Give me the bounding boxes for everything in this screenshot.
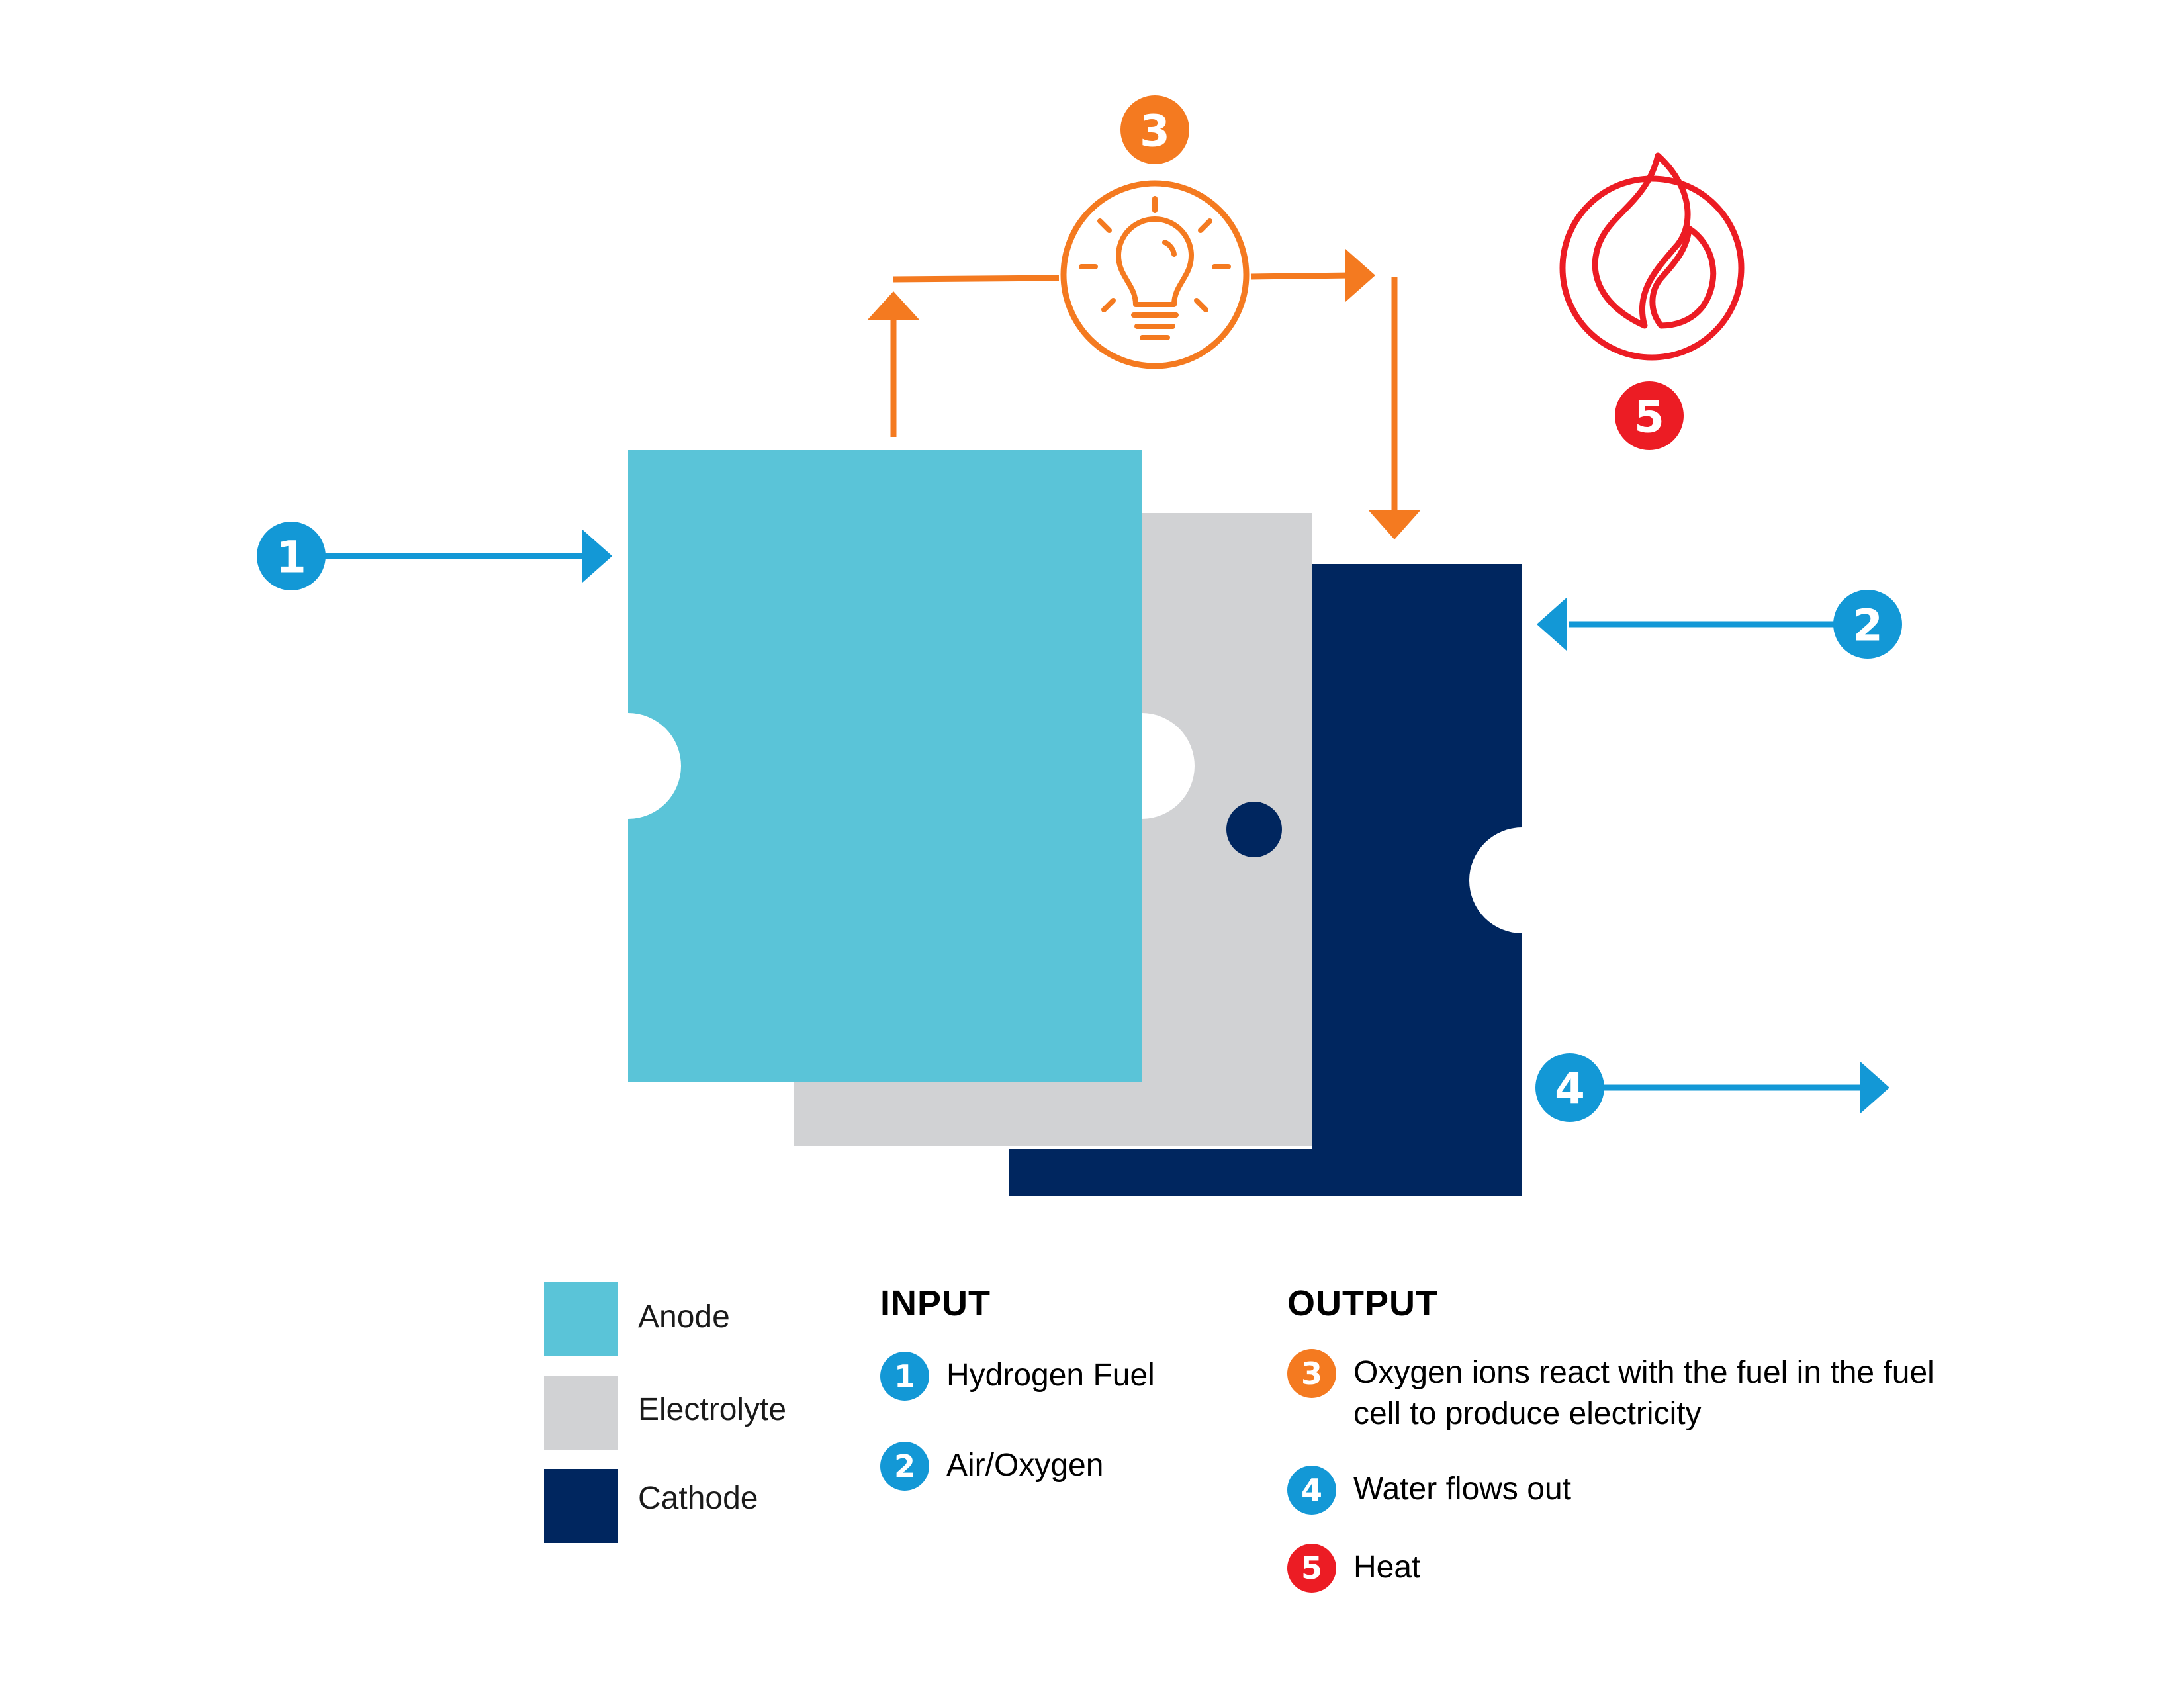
- output-item-4: 4 Water flows out: [1287, 1466, 1571, 1515]
- input-item-1: 1 Hydrogen Fuel: [880, 1352, 1155, 1401]
- badge-4: 4: [1535, 1053, 1604, 1122]
- badge-1: 1: [257, 522, 326, 590]
- output-badge-5: 5: [1287, 1544, 1336, 1593]
- svg-text:3: 3: [1140, 106, 1170, 157]
- input-item-2: 2 Air/Oxygen: [880, 1442, 1103, 1491]
- electrolyte-layer: [794, 513, 1312, 1146]
- input-1-arrow: [324, 530, 612, 583]
- cathode-layer: [1009, 564, 1522, 1196]
- input-item-2-text: Air/Oxygen: [946, 1448, 1104, 1483]
- input-item-1-text: Hydrogen Fuel: [946, 1358, 1155, 1393]
- output-item-3-text: Oxygen ions react with the fuel in the f…: [1353, 1355, 1934, 1431]
- input-badge-2: 2: [880, 1442, 929, 1491]
- electric-arrowheads: [867, 249, 1421, 539]
- anode-label: Anode: [638, 1299, 730, 1335]
- output-item-4-text: Water flows out: [1353, 1472, 1571, 1507]
- output-badge-4: 4: [1287, 1466, 1336, 1515]
- arrowhead-down: [1368, 510, 1421, 539]
- flame-icon: [1559, 152, 1745, 361]
- output-item-3: 3 Oxygen ions react with the fuel in the…: [1287, 1349, 1976, 1434]
- output-item-5: 5 Heat: [1287, 1544, 1420, 1593]
- arrowhead-right: [1345, 249, 1375, 302]
- anode-swatch: [544, 1282, 618, 1356]
- svg-text:1: 1: [276, 532, 306, 583]
- badge-2: 2: [1833, 590, 1902, 659]
- output-badge-3: 3: [1287, 1349, 1336, 1398]
- badge-5: 5: [1615, 381, 1684, 450]
- input-title: INPUT: [880, 1284, 991, 1323]
- anode-layer: [628, 450, 1142, 1082]
- input-2-arrow: [1537, 598, 1843, 651]
- input-badge-1: 1: [880, 1352, 929, 1401]
- cathode-swatch: [544, 1469, 618, 1543]
- lightbulb-circle: [1060, 180, 1250, 369]
- electrolyte-label: Electrolyte: [638, 1392, 787, 1427]
- arrowhead-up: [867, 291, 920, 320]
- output-item-5-text: Heat: [1353, 1550, 1421, 1585]
- electrolyte-swatch: [544, 1376, 618, 1450]
- svg-text:4: 4: [1555, 1064, 1585, 1115]
- cathode-label: Cathode: [638, 1481, 758, 1516]
- badge-3: 3: [1120, 95, 1189, 164]
- output-title: OUTPUT: [1287, 1284, 1438, 1323]
- electric-circuit: [890, 180, 1398, 510]
- cathode-connector-dot: [1226, 802, 1282, 857]
- svg-text:2: 2: [1852, 600, 1883, 651]
- svg-text:5: 5: [1634, 392, 1664, 443]
- lightbulb-icon: [1079, 196, 1231, 340]
- output-4-arrow: [1574, 1061, 1889, 1114]
